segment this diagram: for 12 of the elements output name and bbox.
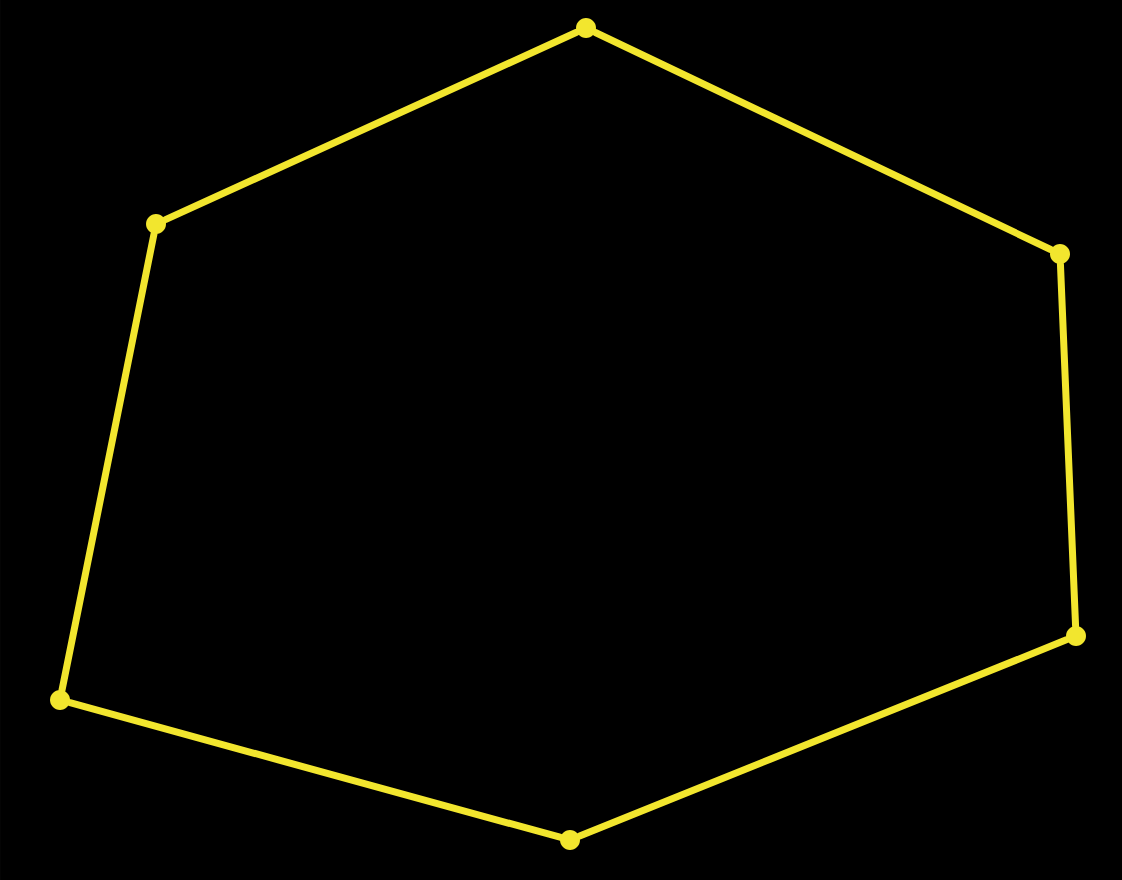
- vertex-dot: [560, 830, 580, 850]
- hexagon-side: [576, 636, 1070, 840]
- vertex-dot: [1066, 626, 1086, 646]
- vertex-dot: [146, 214, 166, 234]
- hexagon-side: [591, 28, 1055, 253]
- vertex-dot: [1050, 244, 1070, 264]
- vertex-dot: [50, 690, 70, 710]
- hexagon-side: [162, 28, 581, 224]
- hexagon-side: [1056, 260, 1080, 630]
- hexagon-side: [58, 230, 158, 694]
- hexagon-side: [66, 699, 564, 841]
- vertex-dot: [576, 18, 596, 38]
